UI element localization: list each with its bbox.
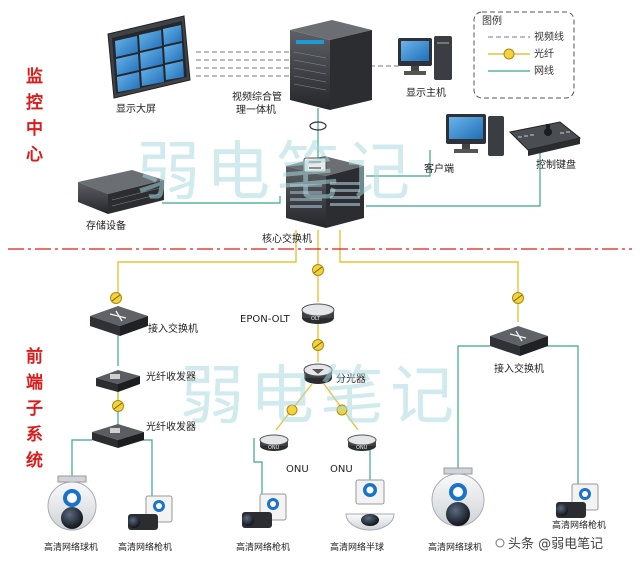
fiber-line xyxy=(117,230,297,300)
label-client: 客户端 xyxy=(424,162,454,175)
dome-camera-icon xyxy=(47,475,97,531)
side-char: 端 xyxy=(26,372,43,393)
half-dome-camera-icon xyxy=(345,479,395,531)
olt-device-icon: OLT xyxy=(301,303,335,324)
watermark: 弱电笔记 xyxy=(136,136,416,210)
legend-label: 视频线 xyxy=(534,30,564,43)
label-cam-bullet-right: 高清网络枪机 xyxy=(552,519,606,531)
label-video-server-1: 视频综合管 xyxy=(232,90,282,103)
label-onu-left: ONU xyxy=(286,464,309,475)
label-transceiver-2: 光纤收发器 xyxy=(146,420,196,433)
bullet-camera-icon xyxy=(556,483,599,518)
side-char: 系 xyxy=(26,425,43,445)
fiber-connector-icon xyxy=(112,400,124,412)
side-char: 控 xyxy=(26,92,43,113)
label-onu-right: ONU xyxy=(330,464,353,475)
core-switch-icon xyxy=(286,156,364,228)
network-line xyxy=(162,196,281,204)
onu-badge: ONU xyxy=(356,445,368,451)
label-display-wall: 显示大屏 xyxy=(116,102,156,115)
dome-camera-icon xyxy=(431,467,485,527)
legend-fiber-dot-icon xyxy=(503,48,515,60)
fiber-connector-icon xyxy=(312,264,324,276)
fiber-connector-icon xyxy=(110,292,122,304)
legend: 图例 视频线 光纤 网线 xyxy=(473,11,575,99)
label-access-switch-left: 接入交换机 xyxy=(148,322,198,335)
label-transceiver-1: 光纤收发器 xyxy=(146,370,196,383)
fiber-transceiver-icon xyxy=(96,370,140,392)
label-storage: 存储设备 xyxy=(86,219,126,232)
display-wall-icon xyxy=(107,15,191,99)
network-line xyxy=(140,439,153,500)
fiber-connector-icon xyxy=(312,339,324,351)
network-line xyxy=(71,439,92,478)
side-char: 统 xyxy=(26,450,43,471)
credit: 头条 @弱电笔记 xyxy=(495,536,603,552)
fiber-connector-icon xyxy=(512,292,524,304)
label-cam-bullet-left: 高清网络枪机 xyxy=(118,541,172,553)
onu-badge: ONU xyxy=(268,445,280,451)
side-label-front-subsystem: 前 端 子 系 统 xyxy=(26,346,43,471)
splitter-icon xyxy=(303,363,333,384)
side-char: 子 xyxy=(26,399,43,419)
network-line xyxy=(366,150,431,177)
label-splitter: 分光器 xyxy=(336,372,366,385)
onu-device-icon: ONU xyxy=(259,434,289,451)
video-lines xyxy=(196,51,400,77)
access-switch-icon xyxy=(490,326,548,356)
label-cam-halfdome: 高清网络半球 xyxy=(330,541,384,553)
network-line xyxy=(366,148,541,207)
fiber-line xyxy=(339,230,519,322)
onu-device-icon: ONU xyxy=(347,434,377,451)
side-char: 中 xyxy=(26,118,43,139)
side-label-monitoring-center: 监 控 中 心 xyxy=(26,66,43,165)
legend-box xyxy=(473,11,575,99)
access-switch-icon xyxy=(90,306,148,336)
legend-label: 网线 xyxy=(534,64,554,77)
server-rack-icon xyxy=(290,20,372,110)
bullet-camera-icon xyxy=(242,493,287,528)
legend-label: 光纤 xyxy=(534,47,554,60)
label-epon-olt: EPON-OLT xyxy=(240,314,291,325)
fiber-connector-icon xyxy=(336,404,348,416)
credit-text: 头条 @弱电笔记 xyxy=(508,536,603,552)
label-control-keyboard: 控制键盘 xyxy=(536,158,576,171)
network-line xyxy=(540,345,579,486)
fiber-connector-icon xyxy=(286,404,298,416)
olt-badge: OLT xyxy=(311,316,321,322)
label-core-switch: 核心交换机 xyxy=(262,232,312,245)
network-line xyxy=(253,438,263,500)
watermark: 弱电笔记 xyxy=(180,360,460,434)
fiber-connectors xyxy=(110,264,524,416)
credit-logo-icon xyxy=(495,538,505,548)
fiber-coil-icon xyxy=(309,121,327,131)
network-line xyxy=(457,345,490,470)
label-cam-bullet-mid: 高清网络枪机 xyxy=(236,541,290,553)
legend-title: 图例 xyxy=(482,14,502,27)
label-cam-dome-left: 高清网络球机 xyxy=(44,541,98,553)
client-pc-icon xyxy=(446,114,504,156)
desktop-pc-icon xyxy=(398,36,452,80)
storage-device-icon xyxy=(78,170,164,214)
side-char: 前 xyxy=(26,346,43,367)
label-display-host: 显示主机 xyxy=(406,86,446,99)
bullet-camera-icon xyxy=(128,495,173,530)
control-keyboard-icon xyxy=(508,121,582,156)
side-char: 监 xyxy=(26,66,43,87)
label-cam-dome-right: 高清网络球机 xyxy=(428,541,482,553)
fiber-transceiver-icon xyxy=(92,424,144,448)
label-video-server-2: 理一体机 xyxy=(236,103,276,116)
side-char: 心 xyxy=(26,145,43,165)
label-access-switch-right: 接入交换机 xyxy=(494,362,544,375)
